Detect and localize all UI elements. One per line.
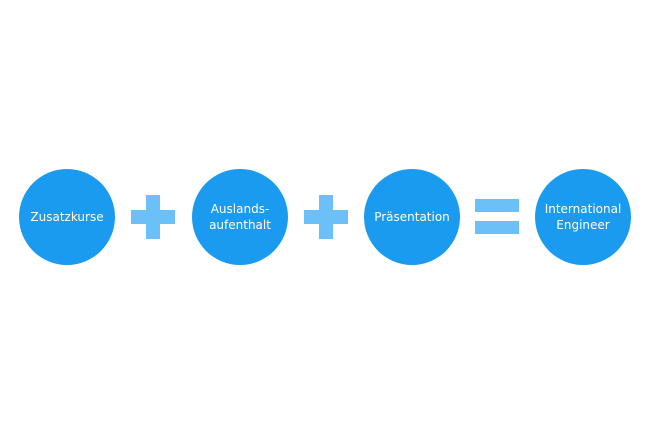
equals-icon [475, 199, 519, 235]
circle-auslandsaufenthalt: Auslands- aufenthalt [192, 169, 288, 265]
circle-international-engineer: International Engineer [535, 169, 631, 265]
plus-icon [304, 195, 348, 239]
plus-icon [131, 195, 175, 239]
circle-zusatzkurse: Zusatzkurse [19, 169, 115, 265]
circle-praesentation: Präsentation [364, 169, 460, 265]
